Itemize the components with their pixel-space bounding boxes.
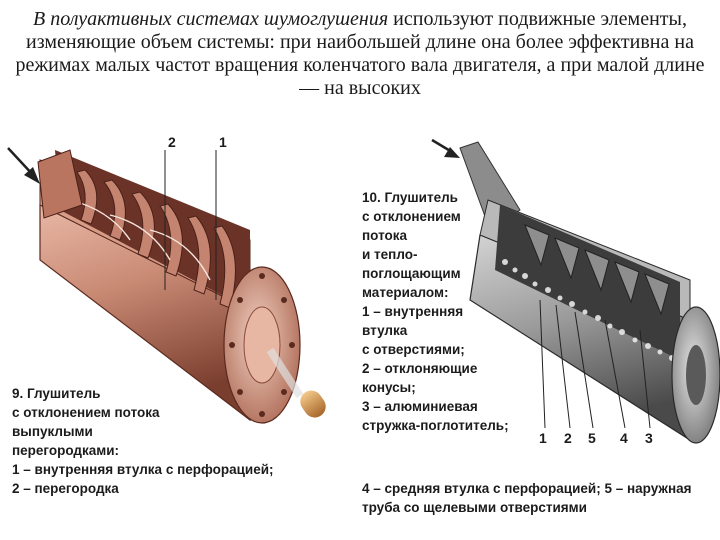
callout-1-left: 1	[219, 134, 227, 150]
inlet-arrow-left	[7, 147, 40, 184]
callout-5-right: 5	[588, 430, 596, 446]
absorber-chips	[502, 259, 675, 361]
baffles-left	[76, 169, 236, 309]
caption-muffler-10-legend: 4 – средняя втулка с перфорацией; 5 – на…	[362, 481, 692, 515]
muffler-10-drawing	[431, 138, 720, 444]
deflecting-cones	[524, 224, 670, 316]
caption-muffler-9: 9. Глушитель с отклонением потока выпукл…	[12, 386, 274, 496]
heading-rest: используют подвижные элементы, изменяющи…	[15, 8, 705, 99]
callout-3-right: 3	[645, 430, 653, 446]
callout-4-right: 4	[620, 430, 628, 446]
callout-2-right: 2	[564, 430, 572, 446]
callout-1-right: 1	[539, 430, 547, 446]
inlet-arrow-right	[431, 138, 460, 158]
callout-lines-right	[539, 299, 651, 429]
heading-text: В полуактивных системах шумоглушения исп…	[10, 8, 710, 100]
callout-2-left: 2	[168, 134, 176, 150]
muffler-9-drawing	[7, 147, 326, 424]
heading-lead: В полуактивных системах шумоглушения	[33, 8, 389, 30]
outlet-slug	[300, 390, 326, 418]
caption-muffler-10: 10. Глушитель с отклонением потока и теп…	[362, 190, 509, 433]
